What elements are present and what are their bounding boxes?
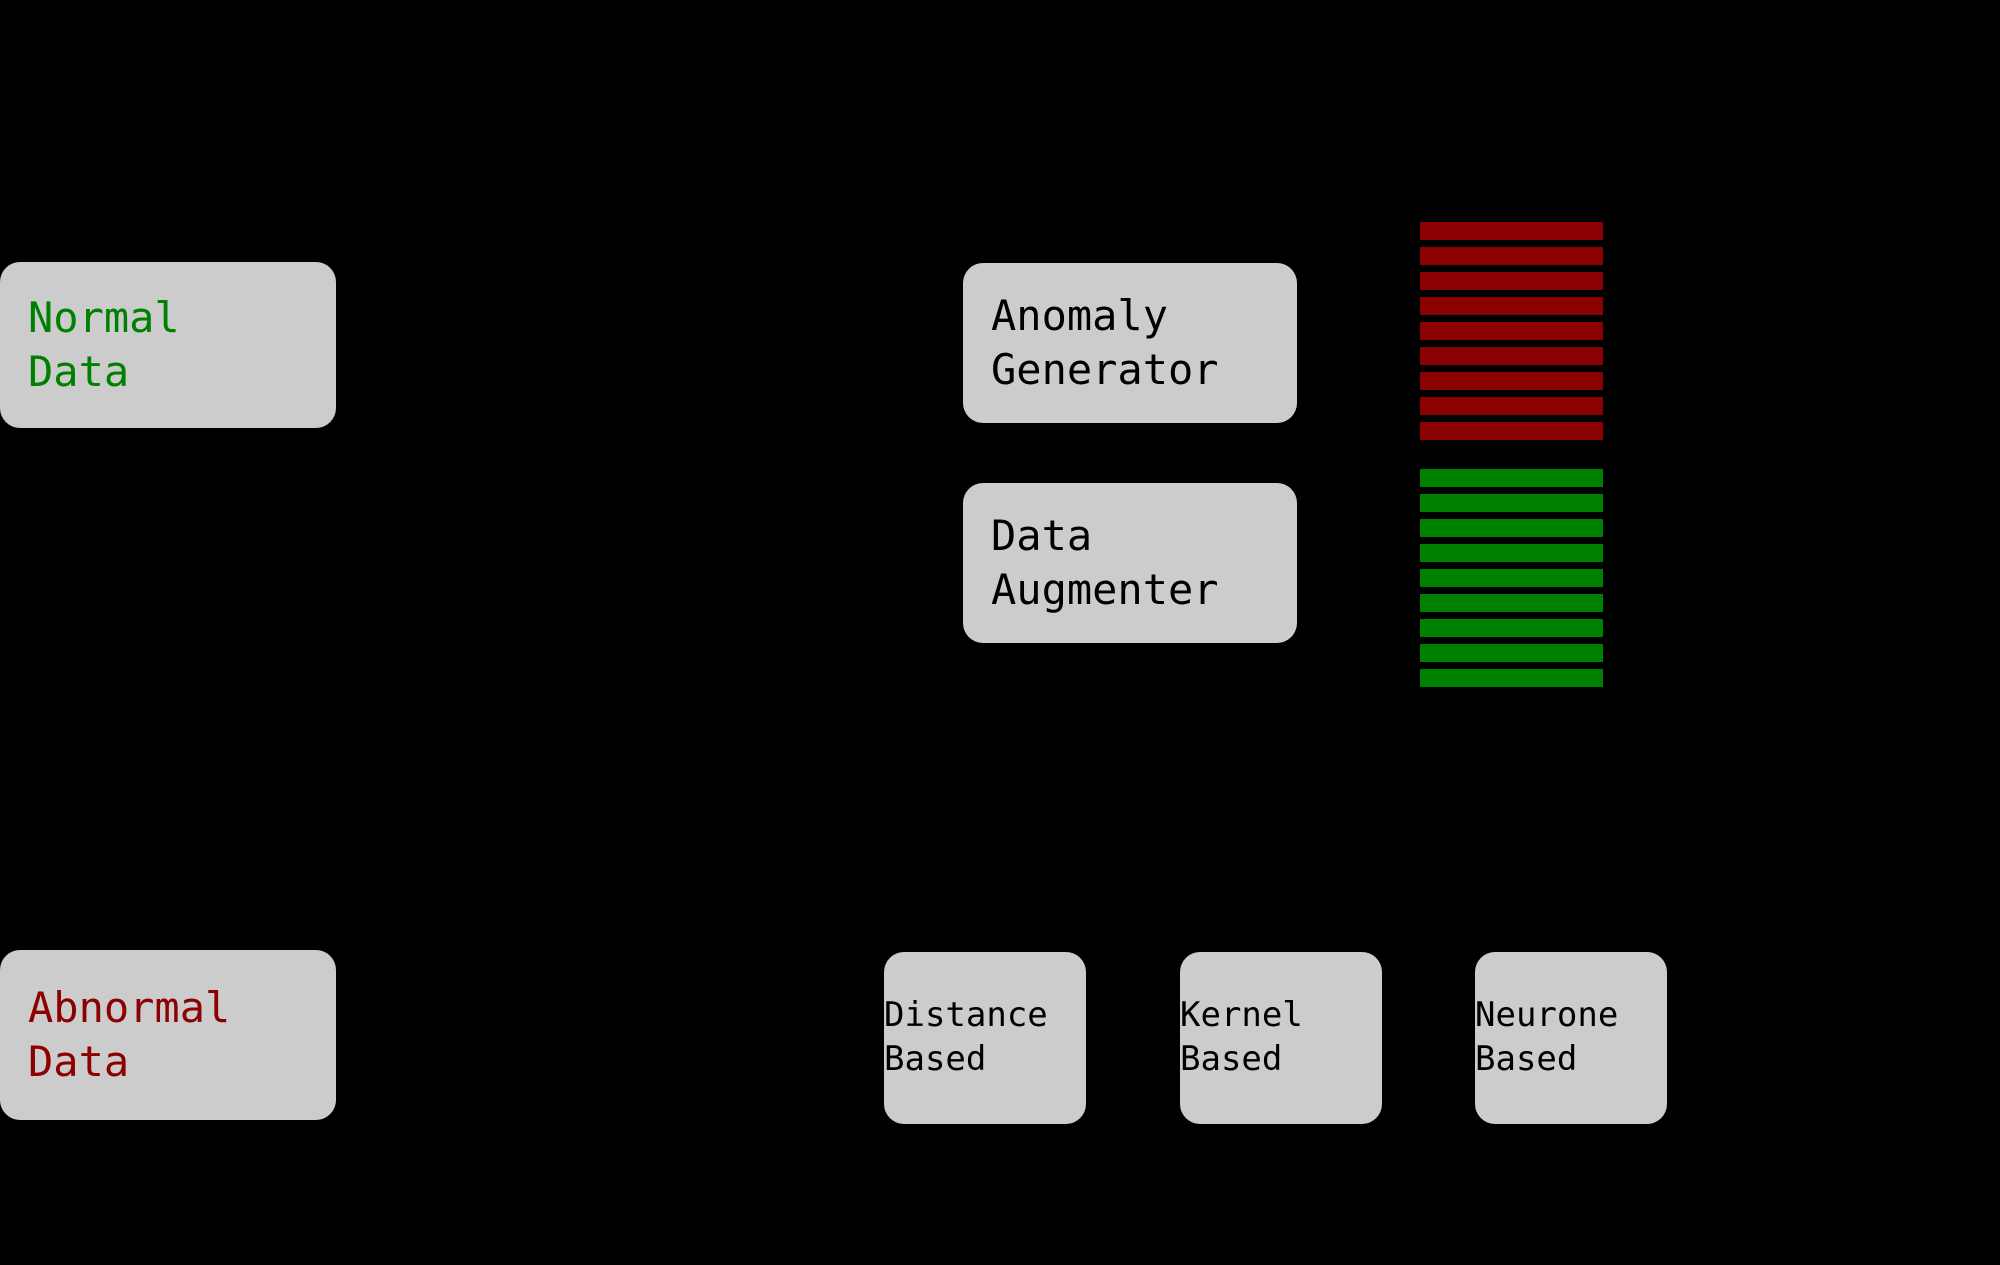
- anomaly-sample-stripe: [1420, 222, 1603, 240]
- normal-sample-stripe: [1420, 544, 1603, 562]
- node-normal-data-line-1: Data: [28, 347, 130, 396]
- normal-sample-stripe: [1420, 469, 1603, 487]
- normal-sample-stripe: [1420, 519, 1603, 537]
- anomaly-sample-stripe: [1420, 247, 1603, 265]
- node-data-augmenter-line-1: Augmenter: [991, 565, 1219, 614]
- node-abnormal-data-line-1: Data: [28, 1037, 130, 1086]
- node-neurone-based-line-1: Based: [1475, 1039, 1578, 1079]
- node-normal-data-line-0: Normal: [28, 293, 180, 343]
- anomaly-sample-stripe: [1420, 272, 1603, 290]
- normal-sample-stripe: [1420, 594, 1603, 612]
- node-anomaly-generator-line-1: Generator: [991, 345, 1219, 394]
- normal-sample-stripe: [1420, 644, 1603, 662]
- normal-sample-stripe: [1420, 669, 1603, 687]
- anomaly-sample-stripe: [1420, 347, 1603, 365]
- node-anomaly-generator-line-0: Anomaly: [991, 291, 1169, 341]
- anomaly-sample-stripe: [1420, 422, 1603, 440]
- anomaly-sample-stripe: [1420, 322, 1603, 340]
- node-abnormal-data-line-0: Abnormal: [28, 983, 231, 1033]
- normal-sample-stripe: [1420, 569, 1603, 587]
- data-stripes-panel: [1420, 222, 1603, 687]
- normal-sample-stripe: [1420, 619, 1603, 637]
- node-distance-based-line-0: Distance: [884, 995, 1048, 1036]
- node-neurone-based-line-0: Neurone: [1475, 995, 1619, 1036]
- node-kernel-based-line-1: Based: [1180, 1039, 1283, 1079]
- anomaly-sample-stripe: [1420, 397, 1603, 415]
- anomaly-sample-stripe: [1420, 372, 1603, 390]
- normal-sample-stripe: [1420, 494, 1603, 512]
- node-data-augmenter-line-0: Data: [991, 511, 1093, 561]
- node-distance-based-line-1: Based: [884, 1039, 987, 1079]
- node-kernel-based-line-0: Kernel: [1180, 995, 1303, 1036]
- anomaly-sample-stripe: [1420, 297, 1603, 315]
